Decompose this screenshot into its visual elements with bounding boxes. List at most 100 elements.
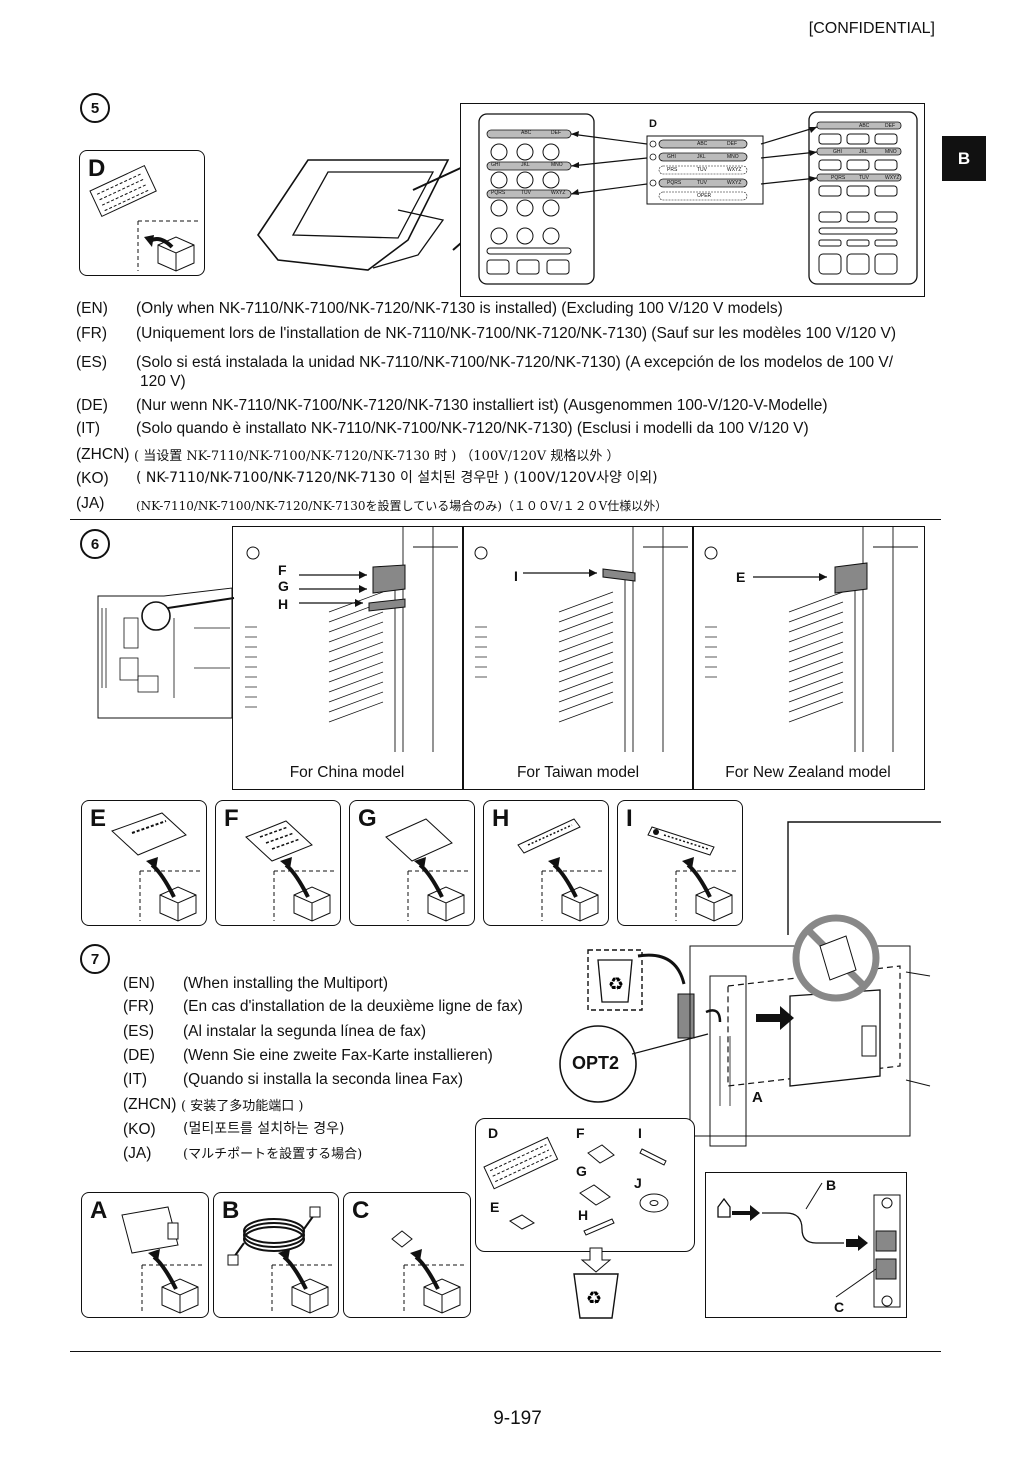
part-d-label: D xyxy=(88,155,106,182)
left-keypad xyxy=(478,113,595,285)
part-f-label: F xyxy=(224,805,239,832)
section-corner-divider xyxy=(787,821,941,935)
part-g-icon xyxy=(385,818,470,922)
key-label-jkl-right: JKL xyxy=(859,149,868,155)
lang-code: (IT) xyxy=(123,1071,148,1088)
lang-text: (When installing the Multiport) xyxy=(183,975,389,992)
part-h-icon xyxy=(517,818,604,922)
part-f-box: F xyxy=(215,800,341,926)
key-label-def-right: DEF xyxy=(885,123,895,129)
lang-text: (Only when NK-7110/NK-7100/NK-7120/NK-71… xyxy=(136,300,783,317)
part-b-icon xyxy=(227,1206,334,1314)
lang-text: (Nur wenn NK-7110/NK-7100/NK-7120/NK-713… xyxy=(136,397,828,414)
page-number: 9-197 xyxy=(493,1408,542,1429)
lang-text: (Al instalar la segunda línea de fax) xyxy=(183,1023,426,1040)
confidential-label: [CONFIDENTIAL] xyxy=(808,20,935,37)
divider-step5 xyxy=(70,519,941,520)
lang-text: (멀티포트를 설치하는 경우) xyxy=(183,1121,345,1137)
lang-text: (En cas d'installation de la deuxième li… xyxy=(183,998,523,1015)
lang-code: (EN) xyxy=(123,975,155,992)
part-b-label: B xyxy=(222,1197,240,1224)
lang-text: (Quando si installa la seconda linea Fax… xyxy=(183,1071,464,1088)
key-label-jkl-left: JKL xyxy=(521,162,530,168)
label-sheet-d xyxy=(646,135,764,205)
part-a-label: A xyxy=(90,1197,108,1224)
lang-code: (ZHCN) xyxy=(76,446,130,463)
key-label-tuv-mid2: TUV xyxy=(697,167,707,173)
lang-code: (DE) xyxy=(123,1047,155,1064)
model-divider-2 xyxy=(692,526,694,790)
china-model-panel-drawing xyxy=(245,527,458,752)
lang-text: (Wenn Sie eine zweite Fax-Karte installi… xyxy=(183,1047,493,1064)
label-sheet-icon xyxy=(89,164,200,272)
china-model-label: For China model xyxy=(289,764,405,781)
callout-b: B xyxy=(826,1177,837,1193)
lang-text: ( 当设置 NK-7110/NK-7100/NK-7120/NK-7130 时 … xyxy=(134,449,620,464)
key-label-ghi-left: GHI xyxy=(491,162,500,168)
connection-detail-box: B C xyxy=(705,1172,907,1318)
model-panels xyxy=(232,526,925,790)
operation-panel-drawing xyxy=(257,159,479,271)
key-label-wxyz-right: WXYZ xyxy=(885,175,900,181)
lang-code: (DE) xyxy=(76,397,108,414)
phone-line-connection xyxy=(717,1182,901,1308)
callout-c: C xyxy=(834,1299,845,1315)
key-label-pqrs-right: PQRS xyxy=(831,175,846,181)
part-b-box: B xyxy=(213,1192,339,1318)
key-label-pqrs-mid: PQRS xyxy=(667,180,682,186)
key-label-ghi-right: GHI xyxy=(833,149,842,155)
key-label-tuv-mid: TUV xyxy=(697,180,707,186)
part-g-box: G xyxy=(349,800,475,926)
lang-code: (EN) xyxy=(76,300,108,317)
part-h-box: H xyxy=(483,800,609,926)
key-label-oper-mid: OPER xyxy=(697,193,712,199)
lang-code: (ES) xyxy=(123,1023,154,1040)
discard-j-label: J xyxy=(634,1175,642,1191)
taiwan-model-panel-drawing xyxy=(474,527,688,752)
multiport-installation-drawing: ♻ xyxy=(587,914,931,1147)
lang-code: (ES) xyxy=(76,354,107,371)
key-label-tuv-right: TUV xyxy=(859,175,869,181)
lang-code: (IT) xyxy=(76,420,101,437)
step-6-number: 6 xyxy=(80,529,110,559)
key-label-ghi-mid: GHI xyxy=(667,154,676,160)
key-label-tuv-left: TUV xyxy=(521,190,531,196)
recycle-bin-icon: ♻ xyxy=(573,1247,619,1319)
step-7-number: 7 xyxy=(80,944,110,974)
opt2-label: OPT2 xyxy=(572,1053,620,1073)
discard-i-label: I xyxy=(638,1125,642,1141)
part-a-icon xyxy=(121,1206,204,1314)
callout-a: A xyxy=(752,1089,763,1106)
callout-d: D xyxy=(649,118,657,130)
part-c-label: C xyxy=(352,1197,370,1224)
key-label-abc-mid: ABC xyxy=(697,141,708,147)
part-g-label: G xyxy=(358,805,377,832)
key-label-prs-mid: PRS xyxy=(667,167,678,173)
lang-text: (Solo si está instalada la unidad NK-711… xyxy=(136,354,894,371)
discard-d-label: D xyxy=(488,1125,499,1141)
discard-parts-box: D E F G H I J xyxy=(475,1118,695,1252)
svg-text:♻: ♻ xyxy=(608,974,624,995)
part-h-label: H xyxy=(492,805,510,832)
callout-h-china: H xyxy=(278,596,289,612)
key-label-mno-mid: MNO xyxy=(727,154,739,160)
machine-rear-drawing xyxy=(97,587,235,719)
taiwan-model-label: For Taiwan model xyxy=(516,764,640,781)
key-label-def-mid: DEF xyxy=(727,141,737,147)
key-label-abc-left: ABC xyxy=(521,130,532,136)
part-c-icon xyxy=(391,1230,466,1314)
callout-f-china: F xyxy=(278,562,287,578)
lang-text: ( NK-7110/NK-7100/NK-7120/NK-7130 이 설치된 … xyxy=(136,470,658,486)
lang-text: ( 安装了多功能端口 ) xyxy=(181,1099,304,1114)
lang-code: (FR) xyxy=(123,998,154,1015)
keypad-diagram-frame: ABC DEF GHI JKL MNO PQRS TUV WXYZ D ABC … xyxy=(460,103,925,297)
discard-g-label: G xyxy=(576,1163,587,1179)
key-label-wxyz-left: WXYZ xyxy=(551,190,566,196)
lang-code: (KO) xyxy=(76,470,109,487)
keypad-label-arrows xyxy=(570,126,818,195)
lang-text: (NK-7110/NK-7100/NK-7120/NK-7130を設置している場… xyxy=(136,499,668,513)
discard-e-label: E xyxy=(490,1199,500,1215)
lang-text: (Solo quando è installato NK-7110/NK-710… xyxy=(136,420,809,437)
lang-code: (KO) xyxy=(123,1121,156,1138)
lang-text: (マルチポートを設置する場合) xyxy=(183,1147,363,1162)
